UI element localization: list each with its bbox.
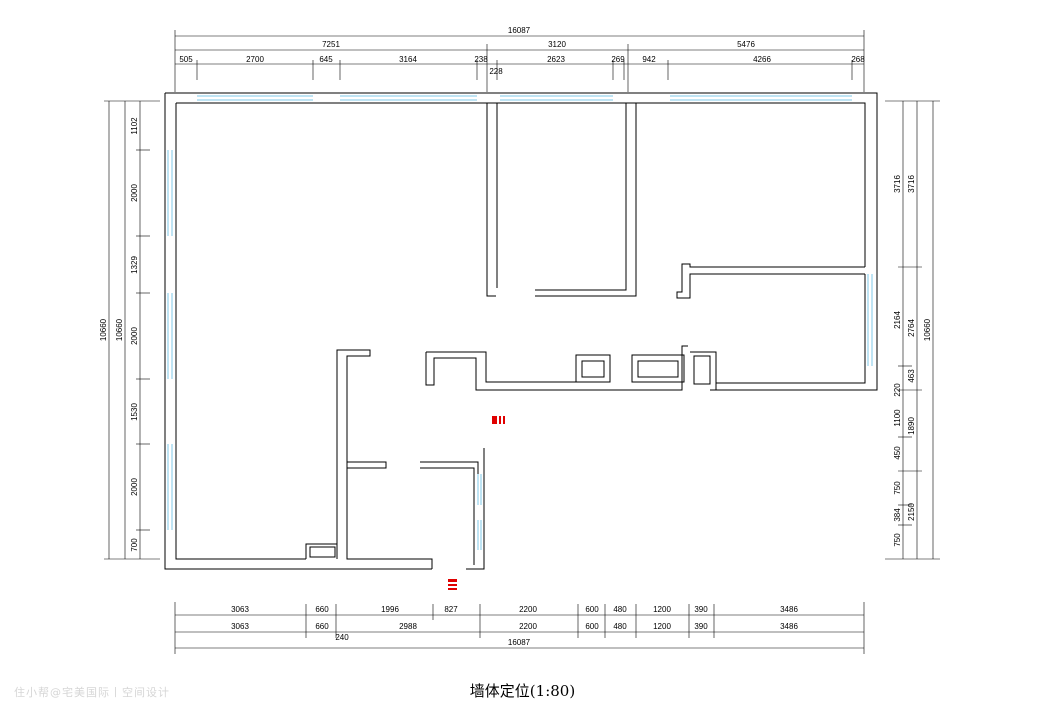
dim-right-b-9: 384 [893,508,902,522]
right-dimension-lines [885,100,940,560]
dim-top-small: 228 [489,67,503,76]
dim-left-inner-4: 2000 [130,327,139,345]
dim-right-a-2: 3716 [907,175,916,193]
dim-right-a-1: 3716 [893,175,902,193]
dim-bottom-2-8: 390 [694,622,708,631]
dim-left-inner-7: 700 [130,538,139,552]
dim-bottom-small: 240 [335,633,349,642]
dim-bottom-2-7: 1200 [653,622,671,631]
dim-left-inner-3: 1329 [130,256,139,274]
bottom-dimension-lines [174,602,865,654]
dim-bottom-1-6: 600 [585,605,599,614]
dim-right-total: 10660 [923,318,932,341]
dim-left-inner-1: 1102 [130,117,139,135]
dim-top-inner-9: 4266 [753,55,771,64]
dim-left-inner-6: 2000 [130,478,139,496]
watermark: 住小帮@宅美国际丨空间设计 [14,686,170,699]
dim-top-inner-10: 268 [851,55,865,64]
dim-left-total: 10660 [99,318,108,341]
dim-top-inner-6: 2623 [547,55,565,64]
dim-bottom-2-9: 3486 [780,622,798,631]
dim-bottom-2-6: 480 [613,622,627,631]
dim-right-b-5: 1100 [893,409,902,427]
dim-top-total: 16087 [508,26,531,35]
dim-bottom-total: 16087 [508,638,531,647]
dim-top-inner-1: 505 [179,55,193,64]
dim-top-inner-5: 238 [474,55,488,64]
dim-right-b-1: 2164 [893,311,902,329]
dim-bottom-1-9: 390 [694,605,708,614]
dim-bottom-1-3: 1996 [381,605,399,614]
dim-bottom-1-5: 2200 [519,605,537,614]
dim-bottom-2-1: 3063 [231,622,249,631]
dim-right-b-11: 750 [893,533,902,547]
dim-top-mid-2: 3120 [548,40,566,49]
dim-bottom-2-2: 660 [315,622,329,631]
dim-right-b-7: 450 [893,446,902,460]
dim-right-b-10: 2150 [907,503,916,521]
top-dimension-lines [174,30,865,92]
dim-bottom-1-8: 1200 [653,605,671,614]
dim-right-b-6: 1890 [907,417,916,435]
dim-top-mid-1: 7251 [322,40,340,49]
dim-top-inner-2: 2700 [246,55,264,64]
dim-top-inner-3: 645 [319,55,333,64]
dim-top-inner-8: 942 [642,55,656,64]
dim-bottom-2-4: 2200 [519,622,537,631]
dim-right-b-8: 750 [893,481,902,495]
dim-bottom-2-5: 600 [585,622,599,631]
dim-bottom-1-7: 480 [613,605,627,614]
dim-bottom-1-1: 3063 [231,605,249,614]
dim-top-inner-7: 269 [611,55,625,64]
dim-bottom-1-2: 660 [315,605,329,614]
dim-right-b-3: 220 [893,383,902,397]
dim-left-inner-2: 2000 [130,184,139,202]
dim-bottom-1-4: 827 [444,605,458,614]
left-dimension-lines [104,100,160,560]
marker-icon [448,579,457,590]
dim-top-inner-4: 3164 [399,55,417,64]
dim-left-inner-5: 1530 [130,403,139,421]
marker-icon [492,416,505,424]
dim-bottom-2-3: 2988 [399,622,417,631]
dim-bottom-1-10: 3486 [780,605,798,614]
drawing-caption: 墙体定位(1:80) [469,682,576,700]
dim-left-total-2: 10660 [115,318,124,341]
dim-right-b-4: 463 [907,369,916,383]
windows [167,95,873,550]
dim-top-mid-3: 5476 [737,40,755,49]
walls [164,92,878,570]
dim-right-b-2: 2764 [907,319,916,337]
